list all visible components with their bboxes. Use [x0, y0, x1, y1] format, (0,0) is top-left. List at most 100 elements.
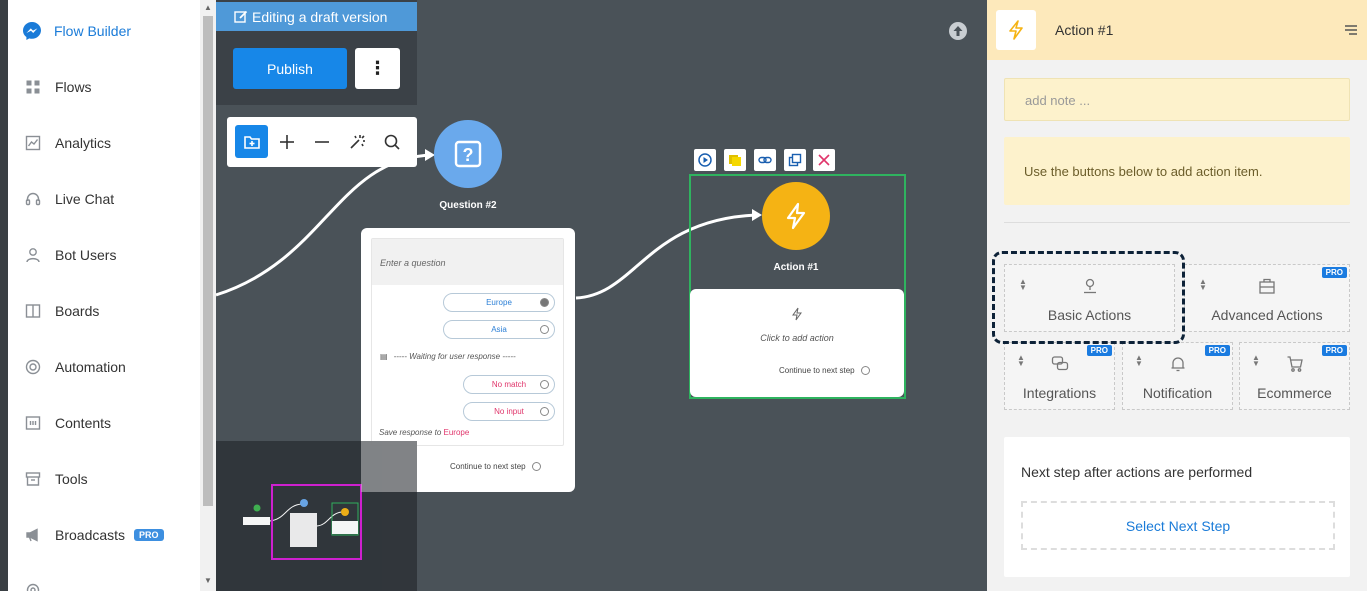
add-action-hint: Use the buttons below to add action item… [1004, 137, 1350, 205]
sidebar-item-label: Bot Users [55, 247, 117, 263]
sidebar-item-broadcasts[interactable]: Broadcasts PRO [24, 522, 194, 548]
sort-icon: ▲▼ [1199, 277, 1207, 292]
sidebar-item-tools[interactable]: Tools [24, 466, 194, 492]
connector-dot[interactable] [540, 325, 549, 334]
fallback-label: No input [494, 407, 524, 416]
action-node-icon[interactable] [762, 182, 830, 250]
waiting-label: ▤----- Waiting for user response ----- [380, 352, 516, 361]
more-options-button[interactable]: ⋮ [355, 48, 400, 89]
pro-badge: PRO [1204, 345, 1230, 356]
user-pin-icon [1081, 277, 1099, 295]
menu-icon[interactable] [1344, 23, 1358, 37]
connector-dot[interactable] [540, 380, 549, 389]
notification-button[interactable]: ▲▼ PRO Notification [1122, 342, 1233, 410]
minus-icon [314, 140, 329, 143]
note-button[interactable] [724, 149, 746, 171]
preview-button[interactable] [694, 149, 716, 171]
fallback-label: No match [491, 380, 527, 389]
save-response-variable[interactable]: Europe [443, 428, 470, 437]
upload-icon[interactable] [949, 22, 967, 40]
select-next-step-button[interactable]: Select Next Step [1021, 501, 1335, 550]
scroll-up-icon[interactable]: ▲ [204, 3, 212, 12]
sidebar-item-label: Automation [55, 359, 126, 375]
connector-dot[interactable] [531, 462, 541, 471]
integrations-button[interactable]: ▲▼ PRO Integrations [1004, 342, 1115, 410]
sidebar-item-settings[interactable] [24, 577, 194, 591]
search-button[interactable] [375, 125, 408, 158]
continue-label: Continue to next step [450, 462, 526, 471]
sidebar-item-flows[interactable]: Flows [24, 74, 194, 100]
zoom-in-button[interactable] [270, 125, 303, 158]
panel-title[interactable]: Action #1 [1055, 22, 1114, 38]
sidebar-item-boards[interactable]: Boards [24, 298, 194, 324]
scrollbar-thumb[interactable] [203, 16, 213, 506]
scroll-down-icon[interactable]: ▼ [204, 576, 212, 585]
copy-icon [788, 153, 802, 167]
option-label: Asia [491, 325, 507, 334]
action-node-card[interactable]: Click to add action Continue to next ste… [690, 289, 904, 397]
question-node-icon[interactable]: ? [434, 120, 502, 188]
note-input[interactable]: add note ... [1004, 78, 1350, 121]
focus-highlight [992, 251, 1185, 344]
close-icon [818, 154, 830, 166]
analytics-icon [24, 134, 42, 152]
delete-button[interactable] [813, 149, 835, 171]
advanced-actions-button[interactable]: ▲▼ PRO Advanced Actions [1184, 264, 1350, 332]
sidebar-item-label: Boards [55, 303, 100, 319]
sidebar-item-contents[interactable]: Contents [24, 410, 194, 436]
publish-button[interactable]: Publish [233, 48, 347, 89]
basic-actions-button[interactable]: ▲▼ Basic Actions [1004, 264, 1175, 332]
chat-bubbles-icon [1051, 355, 1069, 373]
archive-icon [24, 470, 42, 488]
option-asia[interactable]: Asia [443, 320, 555, 339]
sidebar-item-analytics[interactable]: Analytics [24, 130, 194, 156]
question-node-title: Question #2 [439, 200, 497, 211]
messenger-icon [23, 22, 41, 40]
cart-icon [1286, 355, 1304, 373]
auto-arrange-button[interactable] [340, 125, 373, 158]
gear-icon [24, 581, 42, 591]
link-button[interactable] [754, 149, 776, 171]
sort-icon: ▲▼ [1019, 277, 1027, 292]
save-response-prefix: Save response to [379, 428, 442, 437]
lightning-icon [1009, 20, 1023, 40]
sidebar-brand-label: Flow Builder [54, 23, 132, 39]
table-icon: ▤ [380, 352, 388, 361]
sidebar-item-live-chat[interactable]: Live Chat [24, 186, 194, 212]
sidebar-item-bot-users[interactable]: Bot Users [24, 242, 194, 268]
board-icon [24, 302, 42, 320]
sidebar-item-label: Flows [55, 79, 92, 95]
play-icon [698, 153, 712, 167]
fallback-no-input[interactable]: No input [463, 402, 555, 421]
sort-icon: ▲▼ [1017, 353, 1025, 368]
lightning-icon [792, 307, 802, 321]
option-europe[interactable]: Europe [443, 293, 555, 312]
question-block[interactable]: Enter a question Europe Asia ▤----- Wait… [371, 238, 564, 446]
add-action-prompt[interactable]: Click to add action [760, 333, 834, 343]
zoom-out-button[interactable] [305, 125, 338, 158]
fallback-no-match[interactable]: No match [463, 375, 555, 394]
question-card-overlap [361, 441, 417, 492]
sidebar: Flow Builder Flows Analytics Live Chat B… [8, 0, 200, 591]
window-edge [0, 0, 8, 591]
sidebar-item-label: Contents [55, 415, 112, 431]
question-input[interactable]: Enter a question [372, 239, 563, 285]
flow-canvas[interactable]: Editing a draft version Publish ⋮ [216, 0, 987, 591]
properties-panel: Action #1 add note ... Use the buttons b… [987, 0, 1367, 591]
sort-icon: ▲▼ [1135, 353, 1143, 368]
connector-dot[interactable] [540, 298, 549, 307]
svg-text:?: ? [463, 145, 474, 165]
duplicate-button[interactable] [784, 149, 806, 171]
connector-dot[interactable] [540, 407, 549, 416]
action-label: Ecommerce [1257, 385, 1332, 401]
magic-wand-icon [349, 134, 365, 149]
sidebar-item-automation[interactable]: Automation [24, 354, 194, 380]
connector-dot[interactable] [860, 366, 870, 375]
sidebar-scrollbar[interactable]: ▲ ▼ [200, 0, 216, 591]
ecommerce-button[interactable]: ▲▼ PRO Ecommerce [1239, 342, 1350, 410]
folder-plus-icon [243, 135, 260, 149]
sidebar-brand[interactable]: Flow Builder [22, 18, 131, 44]
add-folder-button[interactable] [235, 125, 268, 158]
minimap-preview [243, 484, 362, 560]
next-step-label: Next step after actions are performed [1021, 464, 1253, 480]
